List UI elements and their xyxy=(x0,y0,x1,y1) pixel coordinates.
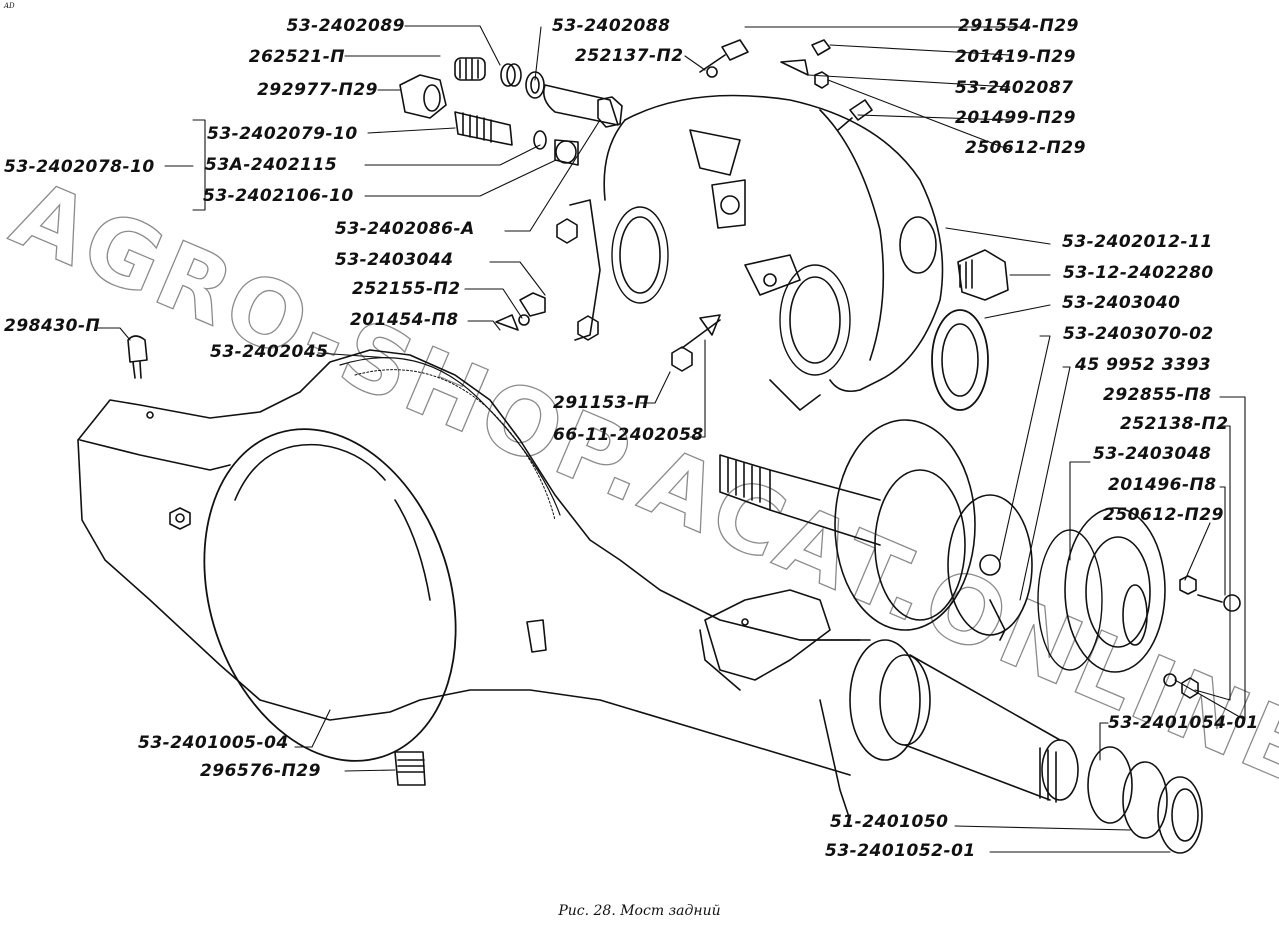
part-label: 201454-П8 xyxy=(350,310,459,330)
part-label: 53-2401054-01 xyxy=(1108,713,1259,733)
part-label: 53-2403044 xyxy=(335,250,454,270)
part-label: 53-2402078-10 xyxy=(4,157,155,177)
part-label: 45 9952 3393 xyxy=(1075,355,1212,375)
part-label: 298430-П xyxy=(4,316,101,336)
part-label: 53-2403040 xyxy=(1062,293,1181,313)
differential-carrier xyxy=(556,94,944,411)
part-label: 66-11-2402058 xyxy=(553,425,704,445)
side-fasteners xyxy=(127,292,721,379)
part-label: 252137-П2 xyxy=(575,46,684,66)
part-label: 53-2402106-10 xyxy=(203,186,354,206)
part-label: 291554-П29 xyxy=(958,16,1079,36)
figure-caption: Рис. 28. Мост задний xyxy=(558,903,721,919)
hub-assembly xyxy=(394,249,1241,854)
part-label: 53-2402088 xyxy=(552,16,671,36)
part-label: 292977-П29 xyxy=(257,80,378,100)
part-label: 292855-П8 xyxy=(1103,385,1212,405)
part-label: 53-2402087 xyxy=(955,78,1074,98)
part-label: 252155-П2 xyxy=(352,279,461,299)
part-label: 53-2402089 xyxy=(286,16,405,36)
part-label: 296576-П29 xyxy=(200,761,321,781)
part-label: 53А-2402115 xyxy=(205,155,338,175)
part-label: 53-2402045 xyxy=(210,342,329,362)
axle-housing xyxy=(77,349,871,821)
part-label: 51-2401050 xyxy=(830,812,949,832)
corner-mark: AD xyxy=(4,2,15,10)
part-label: 201499-П29 xyxy=(955,108,1076,128)
part-label: 291153-П xyxy=(553,393,650,413)
part-label: 53-2402079-10 xyxy=(207,124,358,144)
part-label: 53-2403048 xyxy=(1093,444,1212,464)
part-label: 201496-П8 xyxy=(1108,475,1217,495)
part-label: 53-2402012-11 xyxy=(1062,232,1213,252)
part-label: 250612-П29 xyxy=(1103,505,1224,525)
part-label: 53-12-2402280 xyxy=(1063,263,1214,283)
leader-lines xyxy=(94,25,1246,853)
part-label: 53-2401005-04 xyxy=(138,733,289,753)
part-label: 252138-П2 xyxy=(1120,414,1229,434)
part-label: 201419-П29 xyxy=(955,47,1076,67)
part-label: 250612-П29 xyxy=(965,138,1086,158)
part-label: 262521-П xyxy=(248,47,345,67)
part-label: 53-2402086-А xyxy=(335,219,475,239)
part-label: 53-2401052-01 xyxy=(825,841,976,861)
part-label: 53-2403070-02 xyxy=(1063,324,1214,344)
